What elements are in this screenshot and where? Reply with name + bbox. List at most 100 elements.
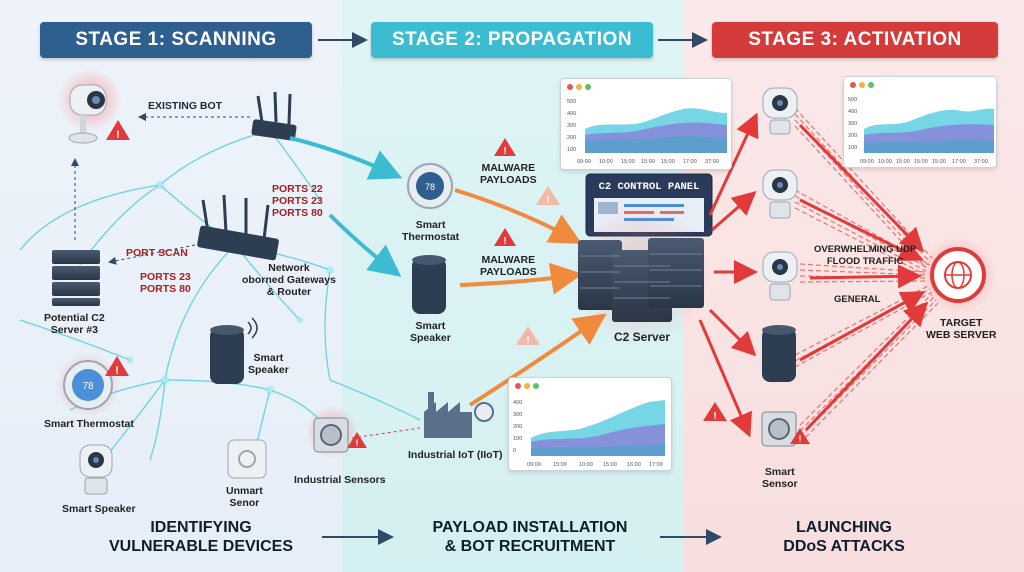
smart-sensor-icon xyxy=(761,411,797,447)
target-globe-icon xyxy=(920,237,996,313)
c2-server-icon xyxy=(570,205,710,345)
warning-icon: ! xyxy=(703,402,727,422)
svg-text:!: ! xyxy=(526,335,529,346)
svg-text:17:00: 17:00 xyxy=(649,462,663,468)
svg-text:17:00: 17:00 xyxy=(952,159,966,165)
warning-icon: ! xyxy=(105,356,129,377)
svg-text:!: ! xyxy=(503,146,506,157)
svg-text:15:00: 15:00 xyxy=(553,462,567,468)
svg-text:500: 500 xyxy=(848,97,857,103)
svg-text:15:00: 15:00 xyxy=(914,159,928,165)
teal-arrow-speaker xyxy=(328,213,402,277)
warning-icon: ! xyxy=(494,138,516,157)
svg-text:300: 300 xyxy=(513,412,522,418)
area-chart-right: 500 400 300 200 100 09:00 10:00 15:00 15:00 15:0… xyxy=(848,82,994,165)
warning-icon: ! xyxy=(516,326,540,346)
svg-text:09:00: 09:00 xyxy=(860,159,874,165)
chart-window-right: 500 400 300 200 100 09:00 10:00 15:00 15:00 15:0… xyxy=(843,76,997,168)
smart-speaker-icon xyxy=(762,325,796,382)
svg-text:!: ! xyxy=(115,365,119,377)
orange-arrow-2 xyxy=(459,262,583,295)
svg-text:15:00: 15:00 xyxy=(661,159,675,165)
chart-window-bottom: 400 300 200 100 0 09:00 15:00 10:00 15:00 16:00 1… xyxy=(508,377,672,471)
svg-text:200: 200 xyxy=(513,424,522,430)
camera-icon xyxy=(762,169,798,219)
sensor-link xyxy=(351,427,421,439)
activation-arrows xyxy=(698,112,759,438)
attack-arrows xyxy=(798,123,929,432)
iiot-factory-icon xyxy=(424,392,494,438)
svg-text:10:00: 10:00 xyxy=(599,159,613,165)
svg-text:0: 0 xyxy=(513,448,516,454)
svg-text:16:00: 16:00 xyxy=(627,462,641,468)
thermostat-label: Smart Thermostat xyxy=(44,418,134,430)
svg-text:400: 400 xyxy=(513,400,522,406)
svg-text:100: 100 xyxy=(513,436,522,442)
wifi-router-icon xyxy=(251,91,297,141)
svg-text:15:00: 15:00 xyxy=(896,159,910,165)
svg-text:15:00: 15:00 xyxy=(641,159,655,165)
thermostat-display: 78 xyxy=(82,381,94,392)
svg-text:10:00: 10:00 xyxy=(579,462,593,468)
svg-text:37:00: 37:00 xyxy=(974,159,988,165)
svg-text:09:00: 09:00 xyxy=(527,462,541,468)
port-scan-label: PORT SCAN xyxy=(126,247,188,259)
svg-text:100: 100 xyxy=(848,145,857,151)
svg-text:!: ! xyxy=(116,129,120,141)
svg-text:!: ! xyxy=(546,195,549,206)
warning-icon: ! xyxy=(536,186,560,206)
bottom-caption-2: PAYLOAD INSTALLATION& BOT RECRUITMENT xyxy=(432,519,628,555)
svg-text:400: 400 xyxy=(848,109,857,115)
svg-text:15:00: 15:00 xyxy=(932,159,946,165)
svg-text:37:00: 37:00 xyxy=(705,159,719,165)
smart-speaker-icon xyxy=(412,255,446,314)
network-nodes xyxy=(126,180,335,395)
port-scan-arrow xyxy=(108,244,196,265)
svg-text:!: ! xyxy=(799,434,802,444)
svg-text:400: 400 xyxy=(567,111,576,117)
camera-existing-bot xyxy=(58,68,122,144)
smart-speaker-icon xyxy=(210,317,258,384)
thermostat-icon: 78 xyxy=(404,160,456,212)
svg-text:15:00: 15:00 xyxy=(621,159,635,165)
stage1-title: STAGE 1: SCANNING xyxy=(40,22,312,58)
svg-text:100: 100 xyxy=(567,147,576,153)
camera-icon xyxy=(762,87,798,135)
svg-text:200: 200 xyxy=(567,135,576,141)
stage3-title: STAGE 3: ACTIVATION xyxy=(712,22,998,58)
c2-panel-title: C2 CONTROL PANEL xyxy=(598,181,700,193)
general-label: GENERAL xyxy=(834,294,881,305)
svg-text:300: 300 xyxy=(567,123,576,129)
svg-text:15:00: 15:00 xyxy=(603,462,617,468)
stage2-title: STAGE 2: PROPAGATION xyxy=(371,22,653,58)
orange-arrow-1 xyxy=(454,188,583,244)
area-chart-bottom: 400 300 200 100 0 09:00 15:00 10:00 15:00 16:00 1… xyxy=(513,383,665,468)
warning-icon: ! xyxy=(494,228,516,247)
svg-text:09:00: 09:00 xyxy=(577,159,591,165)
warning-icon: ! xyxy=(790,428,810,444)
iiot-label: Industrial IoT (IIoT) xyxy=(408,449,503,461)
unmart-sensor-icon xyxy=(227,439,267,479)
svg-text:!: ! xyxy=(503,236,506,247)
industrial-sensors-label: Industrial Sensors xyxy=(294,474,386,486)
svg-text:300: 300 xyxy=(848,121,857,127)
warning-icon: ! xyxy=(106,120,130,141)
camera-speaker-icon xyxy=(79,444,113,495)
svg-text:10:00: 10:00 xyxy=(878,159,892,165)
svg-text:200: 200 xyxy=(848,133,857,139)
